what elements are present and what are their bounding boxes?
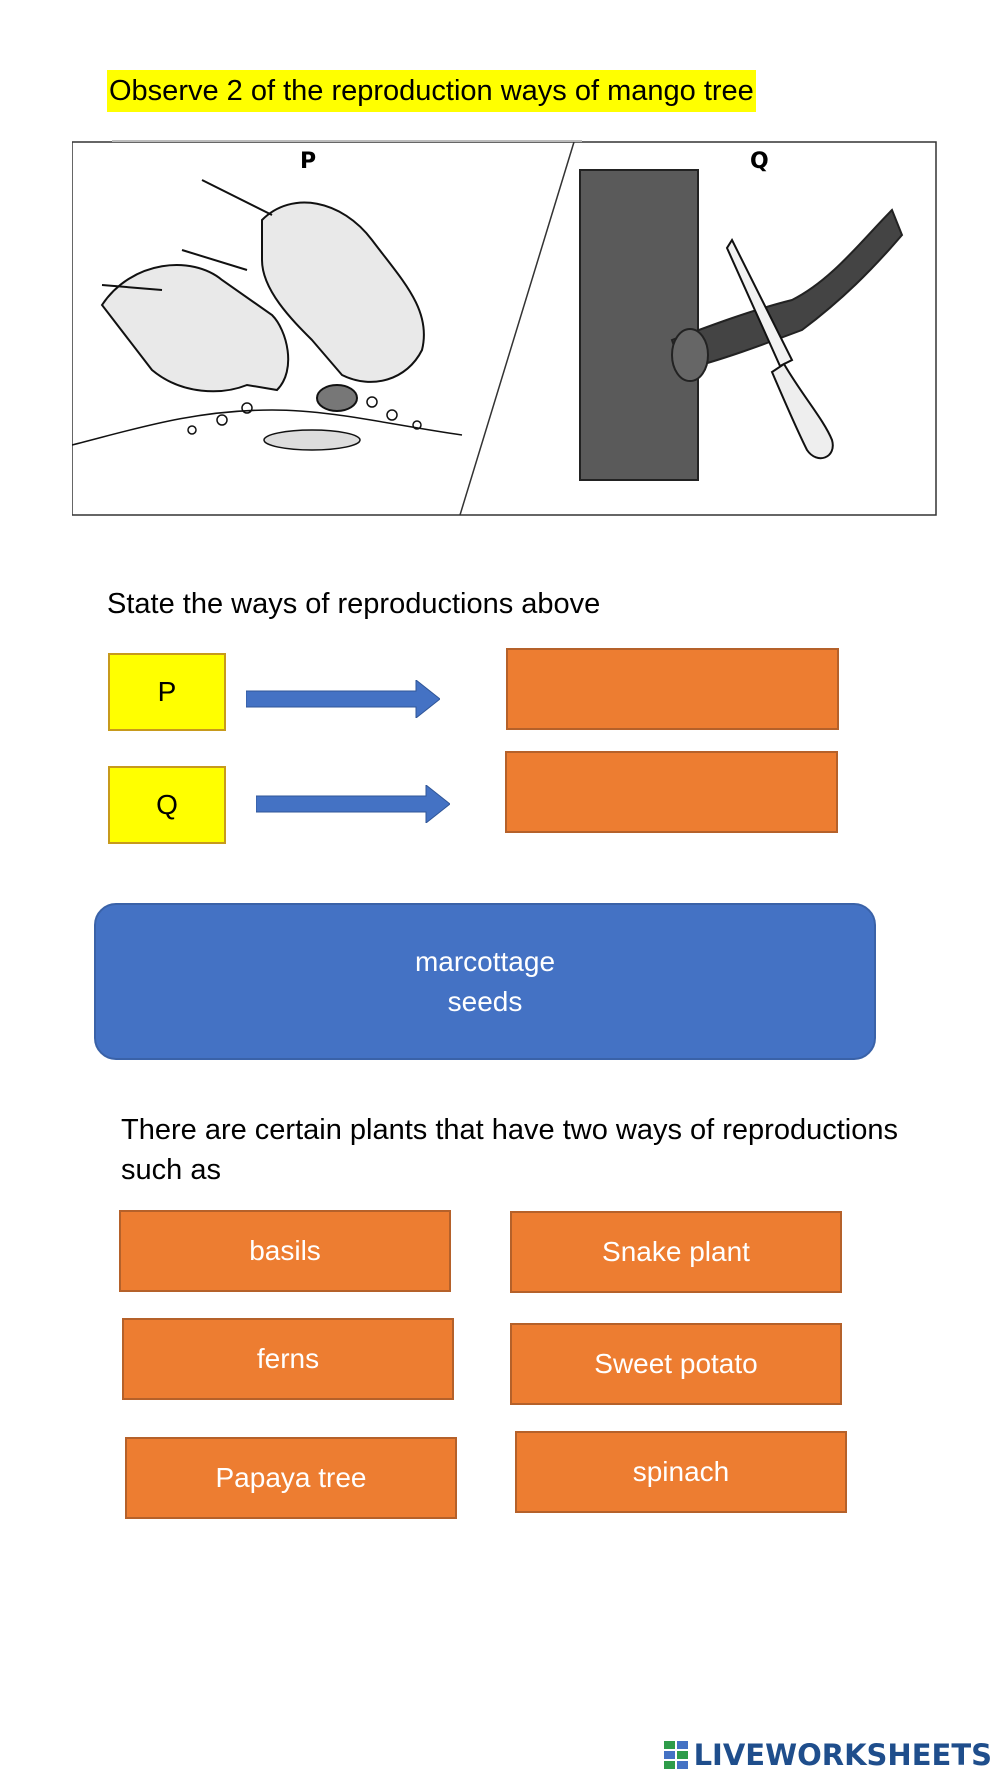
soil-icon xyxy=(72,396,463,451)
question-state-ways: State the ways of reproductions above xyxy=(107,588,601,620)
label-box-p: P xyxy=(108,653,226,731)
reproduction-illustration: P Q xyxy=(72,140,937,516)
word-option-marcottage[interactable]: marcottage xyxy=(414,945,556,977)
question-two-ways: There are certain plants that have two w… xyxy=(121,1110,961,1190)
label-p: P xyxy=(300,149,316,174)
question-line-1: There are certain plants that have two w… xyxy=(121,1114,898,1146)
knife-icon xyxy=(725,237,834,460)
label-q: Q xyxy=(750,149,769,174)
brand-name: LIVEWORKSHEETS xyxy=(693,1738,992,1772)
arrow-right-icon xyxy=(256,785,450,823)
plant-option-basils[interactable]: basils xyxy=(119,1210,451,1292)
label-box-q: Q xyxy=(108,766,226,844)
liveworksheets-logo[interactable]: LIVEWORKSHEETS xyxy=(663,1738,992,1772)
plant-option-ferns[interactable]: ferns xyxy=(122,1318,454,1400)
plant-option-spinach[interactable]: spinach xyxy=(515,1431,847,1513)
plant-option-snake-plant[interactable]: Snake plant xyxy=(510,1211,842,1293)
answer-drop-box-p[interactable] xyxy=(506,648,839,730)
question-line-2: such as xyxy=(121,1154,221,1186)
word-option-seeds[interactable]: seeds xyxy=(447,985,523,1017)
plant-option-sweet-potato[interactable]: Sweet potato xyxy=(510,1323,842,1405)
tree-trunk-icon xyxy=(579,169,904,481)
logo-grid-icon xyxy=(663,1741,688,1769)
page-title: Observe 2 of the reproduction ways of ma… xyxy=(107,70,756,112)
word-bank: marcottage seeds xyxy=(94,903,876,1060)
answer-drop-box-q[interactable] xyxy=(505,751,838,833)
arrow-right-icon xyxy=(246,680,440,718)
hands-planting-icon xyxy=(100,179,425,412)
plant-option-papaya-tree[interactable]: Papaya tree xyxy=(125,1437,457,1519)
